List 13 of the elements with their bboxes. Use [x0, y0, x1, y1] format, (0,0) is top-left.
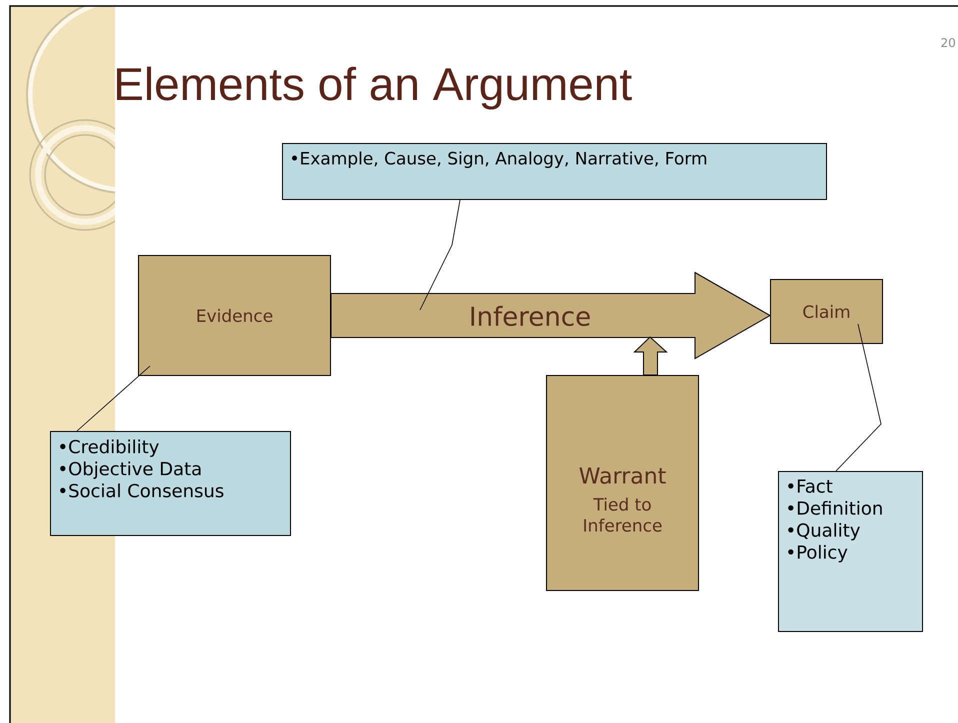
page-number: 20 [941, 38, 956, 48]
leader-line [420, 200, 460, 310]
leader-line [76, 366, 150, 432]
concept-box: Claim [770, 279, 883, 344]
leader-line [836, 324, 882, 472]
concept-box: Evidence [138, 255, 331, 376]
concept-box: Warrant Tied to Inference [546, 375, 699, 591]
arrow-label: Inference [468, 304, 592, 328]
title: Elements of an Argument [116, 66, 632, 110]
block-arrow [633, 336, 668, 376]
callout-box: •Credibility •Objective Data •Social Consensus [50, 431, 291, 536]
callout-box: •Fact •Definition •Quality •Policy [778, 471, 924, 632]
callout-box: •Example, Cause, Sign, Analogy, Narrative, Form [282, 143, 827, 200]
